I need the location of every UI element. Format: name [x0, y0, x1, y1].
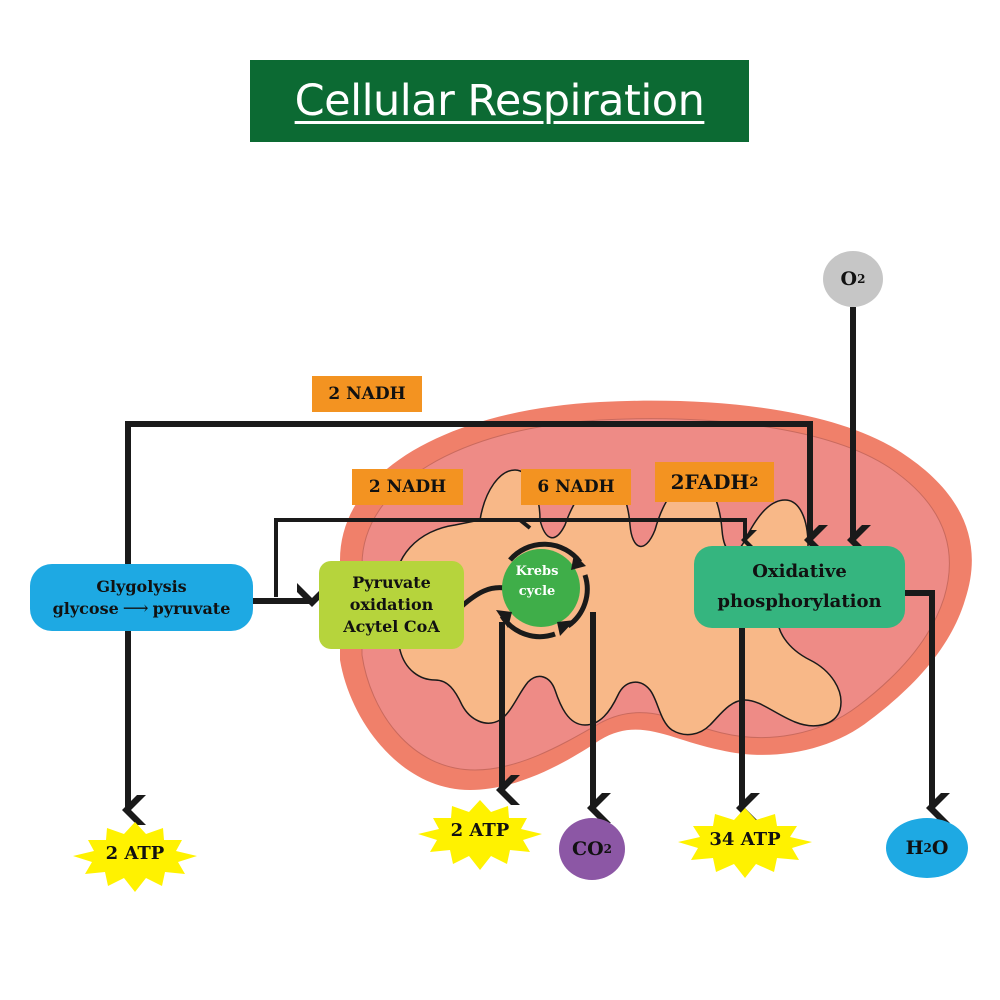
atp-burst-glycolysis	[73, 822, 197, 892]
title-banner: Cellular Respiration	[250, 60, 749, 142]
pyruvate-line-3: Acytel CoA	[343, 617, 440, 636]
krebs-cycle-label: Krebs cycle	[505, 562, 569, 602]
oxidative-line-1: Oxidative	[752, 561, 847, 582]
krebs-cycle-arrow-ring	[508, 541, 582, 564]
fadh2-subscript: 2	[749, 474, 759, 490]
h2o-o: O	[931, 837, 949, 859]
krebs-cycle-circle	[502, 549, 580, 627]
fadh2-base: 2FADH	[670, 470, 750, 494]
h2o-h: H	[905, 837, 924, 859]
atp-oxidative-label: 34 ATP	[709, 829, 781, 850]
o2-base: O	[840, 268, 858, 290]
glycolysis-product: pyruvate	[152, 598, 231, 618]
glycolysis-substrate: glycose	[52, 598, 119, 618]
glycolysis-label: Glygolysis	[96, 576, 187, 596]
h2o-subscript: 2	[923, 841, 932, 855]
mitochondrion-cristae	[393, 469, 842, 736]
atp-burst-oxidative	[678, 808, 812, 878]
pathway-arrows	[122, 307, 950, 825]
page-title: Cellular Respiration	[294, 76, 705, 126]
nadh-krebs-tag: 6 NADH	[521, 469, 631, 505]
pyruvate-oxidation-box: Pyruvate oxidation Acytel CoA	[319, 561, 464, 649]
arrow-pyruvate-nadh-to-oxidative	[274, 518, 757, 597]
reaction-arrow-icon: ⟶	[122, 597, 149, 619]
atp-burst-krebs	[418, 800, 542, 870]
o2-subscript: 2	[857, 272, 866, 286]
atp-krebs-label: 2 ATP	[450, 820, 510, 841]
pyruvate-line-1: Pyruvate	[352, 573, 431, 592]
krebs-line-2: cycle	[518, 584, 556, 599]
atp-bursts	[73, 800, 812, 892]
arrow-pyruvate-to-krebs	[460, 585, 506, 608]
arrow-branch-to-krebs	[518, 518, 532, 530]
atp-glycolysis-label: 2 ATP	[105, 843, 165, 864]
co2-subscript: 2	[603, 842, 613, 856]
glycolysis-reaction: glycose ⟶ pyruvate	[53, 598, 231, 620]
glycolysis-box: Glygolysis glycose ⟶ pyruvate	[30, 564, 253, 631]
pyruvate-line-2: oxidation	[349, 595, 434, 614]
nadh-glycolysis-tag: 2 NADH	[312, 376, 422, 412]
nadh-pyruvate-tag: 2 NADH	[352, 469, 463, 505]
krebs-cycle	[496, 541, 590, 640]
arrow-glycolysis-nadh-to-oxidative	[125, 421, 828, 564]
co2-base: CO	[571, 838, 604, 860]
arrow-oxidative-to-h2o	[905, 590, 950, 823]
oxidative-line-2: phosphorylation	[717, 591, 882, 612]
krebs-line-1: Krebs	[515, 564, 559, 579]
oxidative-phosphorylation-box: Oxidative phosphorylation	[694, 546, 905, 628]
mitochondrion	[340, 400, 972, 790]
